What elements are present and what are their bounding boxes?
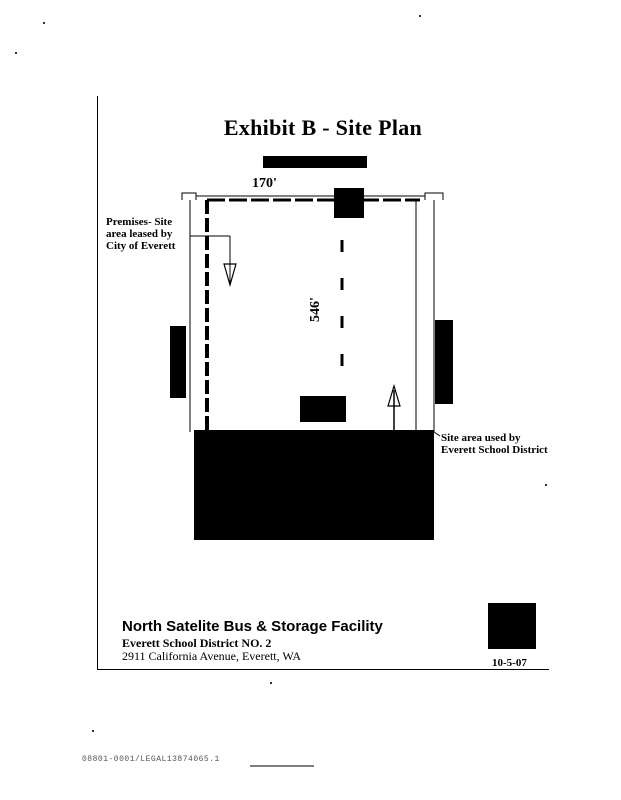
facility-name: North Satelite Bus & Storage Facility	[122, 618, 383, 635]
redaction-center-block	[300, 396, 346, 422]
district-area-label: Site area used by Everett School Distric…	[441, 432, 548, 456]
width-dimension-label: 170'	[252, 176, 277, 191]
top-left-cap	[181, 192, 197, 200]
premises-label-line: City of Everett	[106, 240, 176, 252]
up-arrow-icon	[387, 383, 401, 407]
district-name: Everett School District NO. 2	[122, 636, 272, 650]
down-arrow-icon	[223, 263, 237, 288]
district-label-line: Everett School District	[441, 444, 548, 456]
redaction-district-area	[194, 430, 434, 540]
scan-speck	[92, 730, 94, 732]
premises-label-line: Premises- Site	[106, 216, 173, 228]
scan-speck	[15, 52, 17, 54]
scan-speck	[545, 484, 547, 486]
district-label-line: Site area used by	[441, 432, 521, 444]
scan-speck	[270, 682, 272, 684]
premises-label: Premises- Site area leased by City of Ev…	[106, 216, 175, 252]
redaction-left-block	[170, 326, 186, 398]
redaction-right-block	[435, 320, 453, 404]
redaction-footer-block	[488, 603, 536, 649]
length-dimension-label: 546'	[308, 297, 323, 322]
facility-address: 2911 California Avenue, Everett, WA	[122, 649, 302, 663]
redaction-top-block	[334, 188, 364, 218]
district-leader-line	[433, 431, 441, 437]
scan-speck	[43, 22, 45, 24]
exhibit-date: 10-5-07	[492, 657, 527, 669]
page-title: Exhibit B - Site Plan	[223, 115, 423, 140]
scan-speck	[419, 15, 421, 17]
premises-label-line: area leased by	[106, 228, 173, 240]
document-id: 08801-0001/LEGAL13874065.1	[82, 755, 220, 764]
top-right-cap	[424, 192, 444, 200]
exhibit-frame	[97, 96, 549, 670]
redaction-bar	[263, 156, 367, 168]
